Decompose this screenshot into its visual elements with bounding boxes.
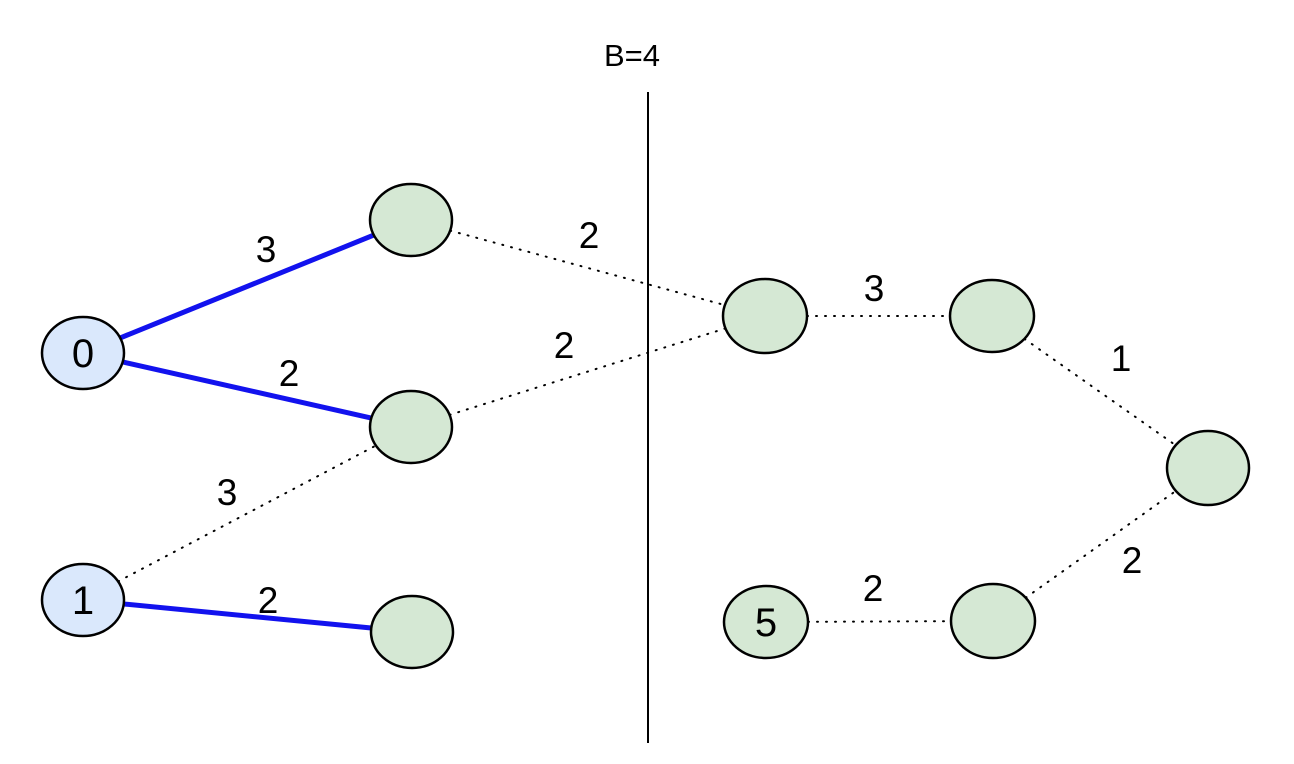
edge-weight-label-0-gml: 2	[279, 353, 300, 394]
edge-gr2-gr3-candidate	[1023, 337, 1177, 447]
node-gtl	[368, 182, 454, 258]
edge-gr4-gr3-candidate	[1024, 489, 1177, 599]
edge-5-gr4-candidate	[806, 620, 953, 623]
node-gbl	[369, 594, 455, 670]
node-1	[40, 562, 126, 638]
edge-weight-label-5-gr4: 2	[863, 568, 884, 609]
edge-1-gbl-selected	[123, 601, 372, 631]
node-gr4	[949, 582, 1037, 660]
node-gml	[368, 389, 454, 465]
edge-weight-label-gr2-gr3: 1	[1111, 338, 1132, 379]
edge-weight-label-gr1-gr2: 3	[864, 268, 885, 309]
edge-0-gtl-selected	[119, 232, 375, 341]
edge-weight-label-gml-gr1: 2	[554, 325, 575, 366]
edge-weight-label-1-gml: 3	[217, 472, 238, 513]
edge-weight-label-0-gtl: 3	[256, 229, 277, 270]
node-label-0: 0	[72, 332, 94, 376]
node-label-1: 1	[72, 579, 94, 623]
edge-weight-label-gr4-gr3: 2	[1122, 540, 1143, 581]
edge-0-gml-selected	[122, 359, 372, 421]
node-label-5: 5	[755, 601, 777, 645]
node-gr3	[1165, 429, 1251, 507]
node-gr1	[721, 277, 809, 355]
node-0	[40, 315, 126, 391]
diagram-title: B=4	[604, 38, 660, 73]
edge-weight-label-1-gbl: 2	[258, 580, 279, 621]
edge-weight-label-gtl-gr1: 2	[579, 215, 600, 256]
edge-gml-gr1-candidate	[448, 327, 727, 416]
edge-1-gml-candidate	[117, 444, 377, 583]
node-5	[722, 584, 810, 660]
node-gr2	[948, 278, 1036, 354]
